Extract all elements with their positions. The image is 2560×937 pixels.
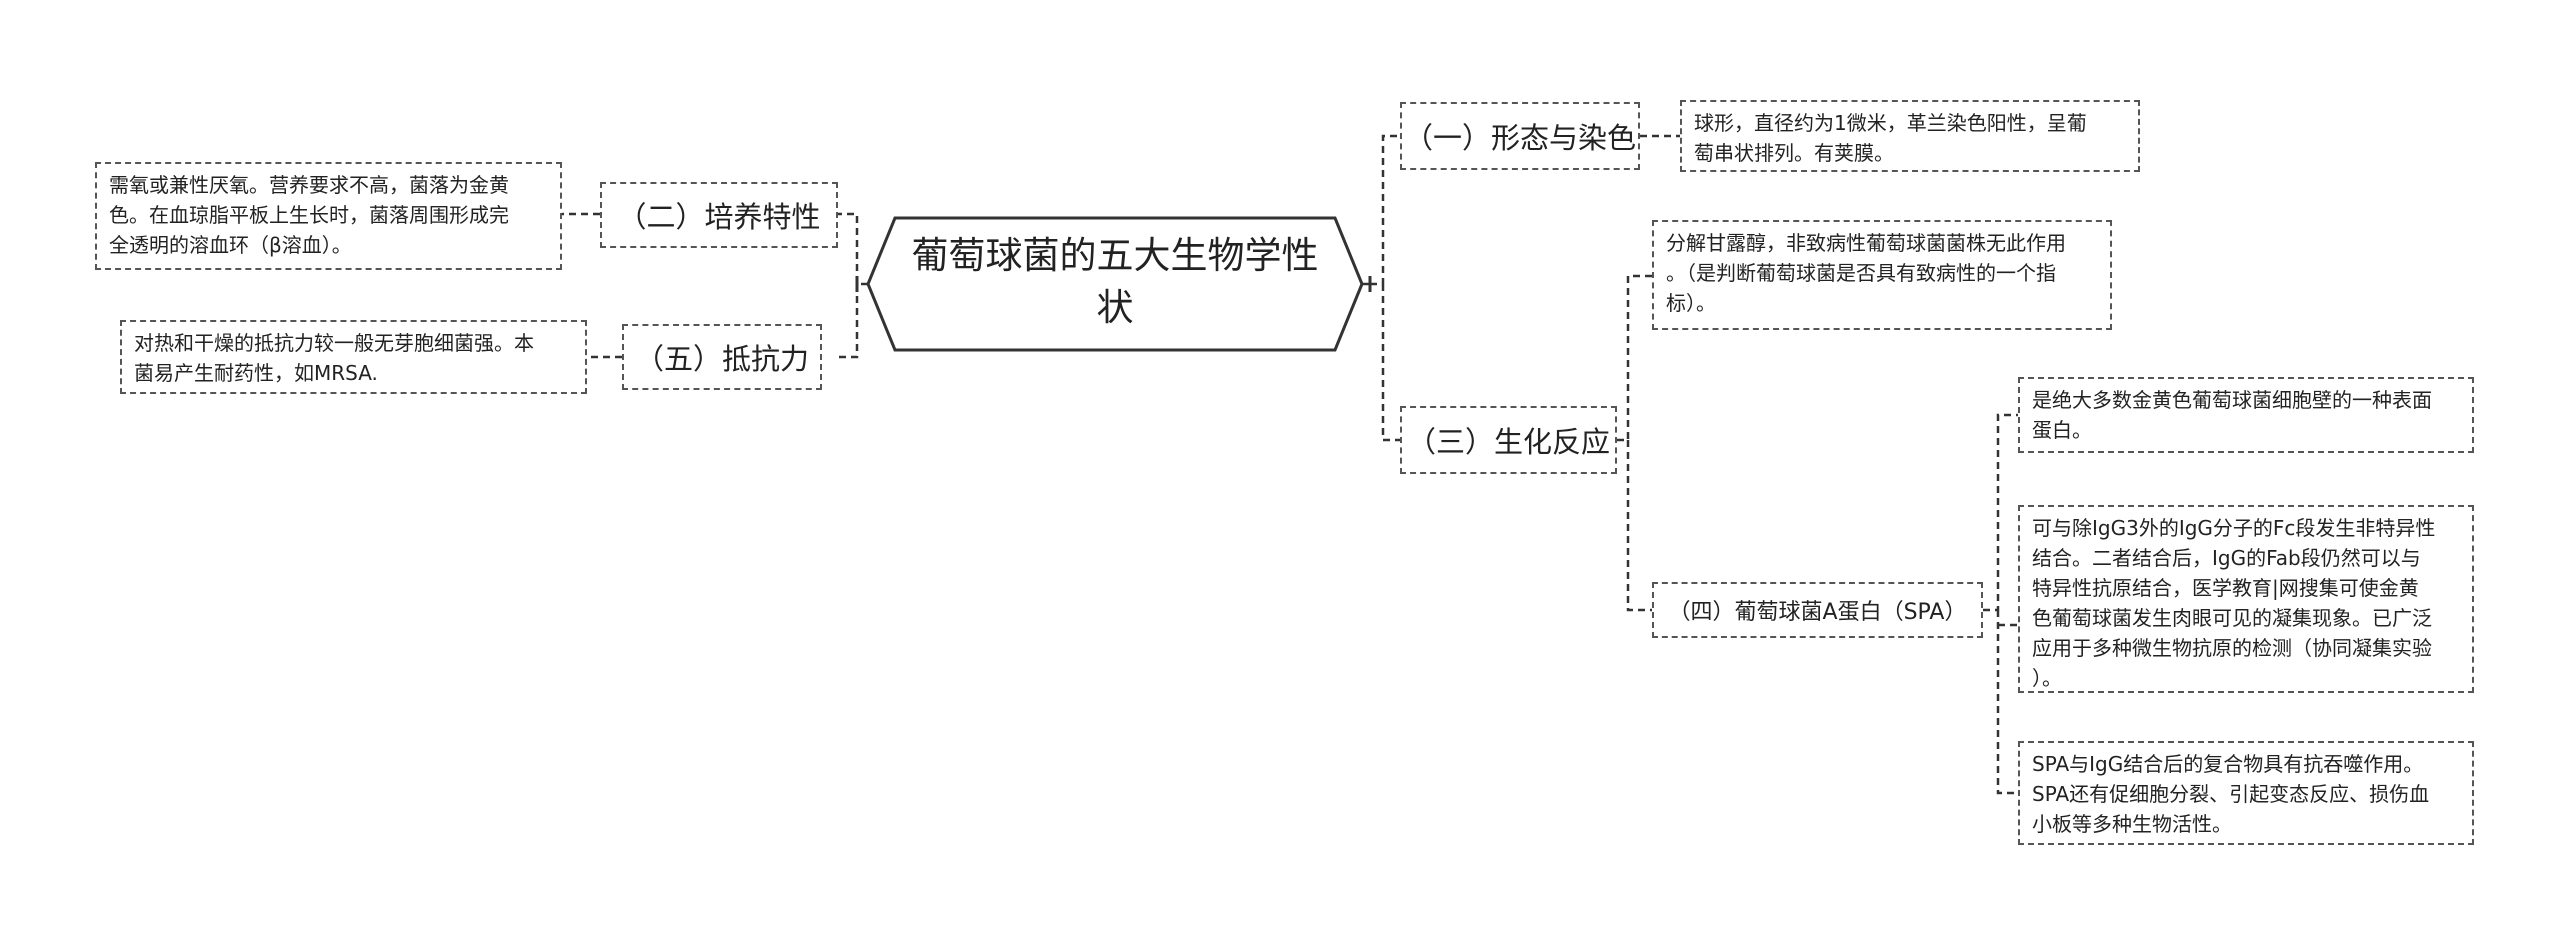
leaf-spa-item-1: 是绝大多数金黄色葡萄球菌细胞壁的一种表面 蛋白。 (2018, 377, 2474, 453)
root-title: 葡萄球菌的五大生物学性 状 (911, 234, 1319, 329)
branch-label: （五）抵抗力 (634, 342, 809, 376)
branch-resistance[interactable]: （五）抵抗力 (622, 324, 822, 390)
link-root-right (1362, 134, 1400, 442)
branch-protein-a-spa[interactable]: （四）葡萄球菌A蛋白（SPA） (1652, 582, 1983, 638)
branch-label: （一）形态与染色 (1403, 121, 1636, 155)
branch-label: （三）生化反应 (1406, 425, 1610, 459)
branch-morphology-staining[interactable]: （一）形态与染色 (1400, 102, 1640, 170)
link-root-left (838, 212, 868, 359)
link-b3-children (1617, 274, 1652, 612)
leaf-spa-item-3: SPA与IgG结合后的复合物具有抗吞噬作用。 SPA还有促细胞分裂、引起变态反应… (2018, 741, 2474, 845)
branch-biochemical-reaction[interactable]: （三）生化反应 (1400, 406, 1617, 474)
leaf-biochemical-desc: 分解甘露醇，非致病性葡萄球菌菌株无此作用 。（是判断葡萄球菌是否具有致病性的一个… (1652, 220, 2112, 330)
branch-culture-properties[interactable]: （二）培养特性 (600, 182, 838, 248)
branch-label: （二）培养特性 (617, 200, 821, 234)
leaf-spa-item-2: 可与除IgG3外的IgG分子的Fc段发生非特异性 结合。二者结合后，IgG的Fa… (2018, 505, 2474, 693)
branch-label: （四）葡萄球菌A蛋白（SPA） (1668, 600, 1967, 625)
leaf-culture-desc: 需氧或兼性厌氧。营养要求不高，菌落为金黄 色。在血琼脂平板上生长时，菌落周围形成… (95, 162, 562, 270)
leaf-resistance-desc: 对热和干燥的抵抗力较一般无芽胞细菌强。本 菌易产生耐药性，如MRSA. (120, 320, 587, 394)
link-b4-items (1983, 413, 2018, 795)
leaf-morphology-desc: 球形，直径约为1微米，革兰染色阳性，呈葡 萄串状排列。有荚膜。 (1680, 100, 2140, 172)
